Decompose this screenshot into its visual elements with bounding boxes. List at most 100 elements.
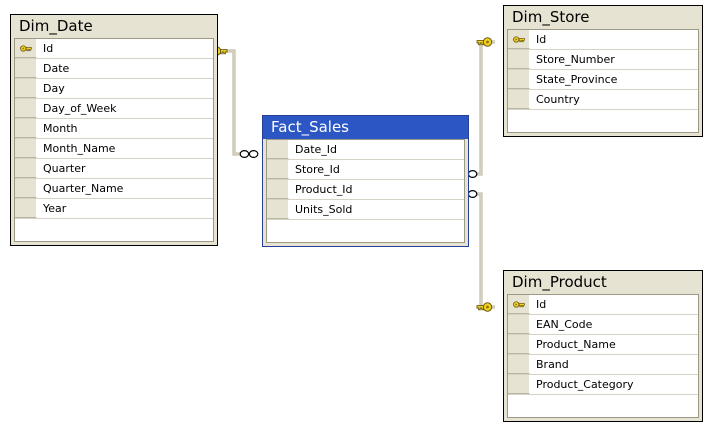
column-name: Store_Id [289, 160, 464, 179]
new-column-row[interactable] [508, 110, 698, 132]
table-title: Dim_Product [512, 273, 607, 291]
row-selector[interactable] [15, 199, 37, 218]
table-row[interactable]: State_Province [508, 70, 698, 90]
row-selector[interactable] [15, 99, 37, 118]
column-name: Id [530, 30, 698, 49]
column-name: Quarter_Name [37, 179, 213, 198]
row-selector[interactable] [15, 119, 37, 138]
row-selector[interactable] [267, 200, 289, 219]
table-title: Dim_Date [19, 17, 93, 35]
table-row[interactable]: Units_Sold [267, 200, 464, 220]
table-row[interactable]: Quarter [15, 159, 213, 179]
column-name: Product_Id [289, 180, 464, 199]
row-selector[interactable] [15, 219, 37, 241]
relationship-dim-store-fact-sales[interactable] [458, 37, 495, 178]
new-column-row[interactable] [15, 219, 213, 241]
row-selector[interactable] [508, 50, 530, 69]
column-name: Date [37, 59, 213, 78]
row-selector[interactable] [267, 180, 289, 199]
column-name: Brand [530, 355, 698, 374]
row-selector[interactable] [15, 159, 37, 178]
table-title: Fact_Sales [263, 116, 468, 139]
table-row[interactable]: Month [15, 119, 213, 139]
table-row[interactable]: Store_Id [267, 160, 464, 180]
key-icon [476, 37, 493, 47]
column-name: Product_Category [530, 375, 698, 394]
table-header[interactable]: Dim_Product [504, 271, 702, 294]
table-row[interactable]: Id [15, 39, 213, 59]
row-selector[interactable] [267, 140, 289, 159]
row-selector[interactable] [267, 220, 289, 242]
column-name: Day_of_Week [37, 99, 213, 118]
primary-key-icon [15, 39, 37, 58]
infinity-icon [239, 150, 259, 158]
column-name: State_Province [530, 70, 698, 89]
empty-cell [37, 219, 213, 241]
row-selector[interactable] [508, 375, 530, 394]
column-name: Month [37, 119, 213, 138]
table-row[interactable]: Product_Category [508, 375, 698, 395]
table-row[interactable]: Country [508, 90, 698, 110]
table-row[interactable]: Date [15, 59, 213, 79]
empty-cell [530, 395, 698, 417]
column-name: Quarter [37, 159, 213, 178]
column-name: Id [530, 295, 698, 314]
row-selector[interactable] [15, 179, 37, 198]
column-name: Store_Number [530, 50, 698, 69]
new-column-row[interactable] [508, 395, 698, 417]
relationship-dim-product-fact-sales[interactable] [458, 190, 495, 312]
column-name: Units_Sold [289, 200, 464, 219]
row-selector[interactable] [508, 395, 530, 417]
table-row[interactable]: Product_Id [267, 180, 464, 200]
table-row[interactable]: Day_of_Week [15, 99, 213, 119]
column-name: Product_Name [530, 335, 698, 354]
row-selector[interactable] [15, 79, 37, 98]
table-header[interactable]: Fact_Sales [263, 116, 468, 139]
primary-key-icon [508, 30, 530, 49]
empty-cell [289, 220, 464, 242]
column-name: Date_Id [289, 140, 464, 159]
row-selector[interactable] [508, 315, 530, 334]
new-column-row[interactable] [267, 220, 464, 242]
row-selector[interactable] [15, 139, 37, 158]
row-selector[interactable] [267, 160, 289, 179]
row-selector[interactable] [508, 90, 530, 109]
table-header[interactable]: Dim_Date [11, 15, 217, 38]
table-row[interactable]: Id [508, 295, 698, 315]
column-name: Month_Name [37, 139, 213, 158]
table-row[interactable]: Brand [508, 355, 698, 375]
table-row[interactable]: Date_Id [267, 140, 464, 160]
column-name: Country [530, 90, 698, 109]
table-row[interactable]: Quarter_Name [15, 179, 213, 199]
table-row[interactable]: Store_Number [508, 50, 698, 70]
table-row[interactable]: Id [508, 30, 698, 50]
row-selector[interactable] [15, 59, 37, 78]
table-row[interactable]: Month_Name [15, 139, 213, 159]
empty-cell [530, 110, 698, 132]
relationship-dim-date-fact-sales[interactable] [211, 46, 259, 158]
key-icon [476, 302, 493, 312]
table-row[interactable]: EAN_Code [508, 315, 698, 335]
row-selector[interactable] [508, 355, 530, 374]
row-selector[interactable] [508, 70, 530, 89]
table-header[interactable]: Dim_Store [504, 6, 702, 29]
table-row[interactable]: Year [15, 199, 213, 219]
column-name: Day [37, 79, 213, 98]
column-name: EAN_Code [530, 315, 698, 334]
table-row[interactable]: Product_Name [508, 335, 698, 355]
primary-key-icon [508, 295, 530, 314]
row-selector[interactable] [508, 110, 530, 132]
column-name: Id [37, 39, 213, 58]
table-row[interactable]: Day [15, 79, 213, 99]
row-selector[interactable] [508, 335, 530, 354]
